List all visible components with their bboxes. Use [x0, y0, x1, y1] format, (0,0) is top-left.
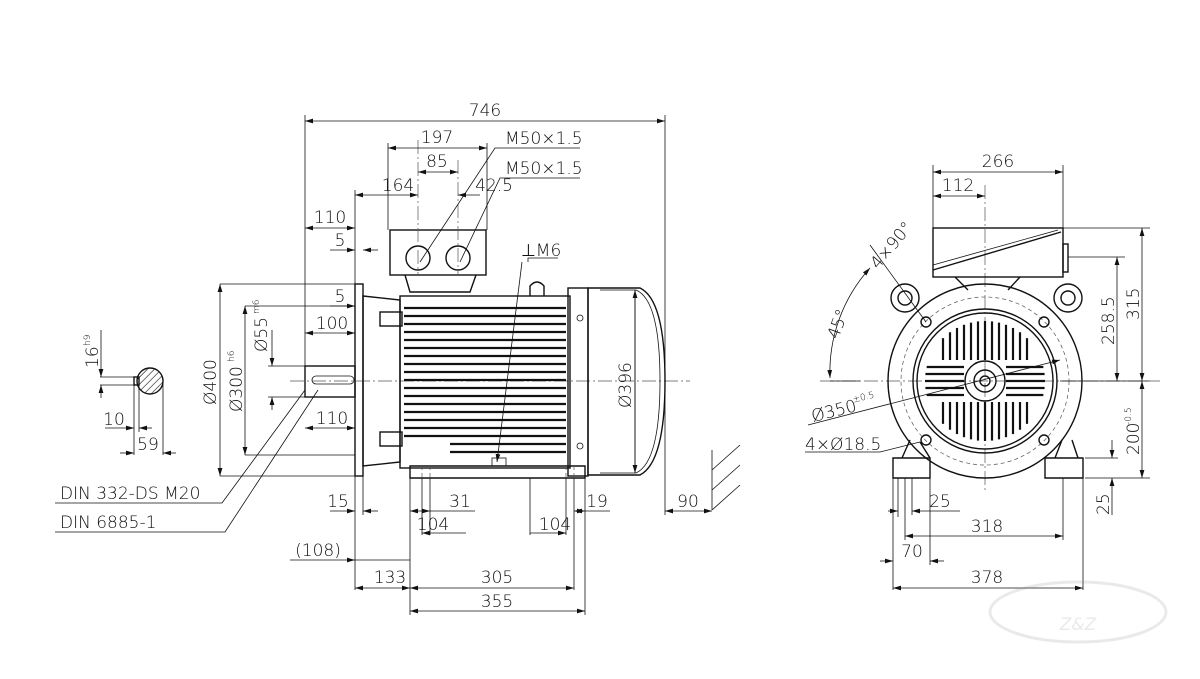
motor-body: [399, 295, 571, 469]
dim-foot-off-left: 31: [449, 492, 471, 512]
dim-gland-height: 258.5: [1099, 296, 1119, 345]
earth-terminal: [491, 457, 507, 467]
spigot-tolerance: h6: [227, 351, 237, 362]
dim-shaft-to-tb: 110: [314, 208, 346, 228]
earth-thread-label: ⊥M6: [521, 241, 561, 261]
bolt-top: [379, 311, 403, 327]
flange-holes: [920, 316, 1050, 446]
terminal-box-front: [932, 227, 1064, 278]
pcd-tolerance: ±0.5: [852, 391, 876, 406]
cooling-fins: [404, 306, 566, 454]
dim-cover-dia: Ø396: [616, 362, 636, 408]
terminal-box: [389, 229, 487, 276]
shaft-section: [136, 367, 164, 395]
dim-shaft-length: 110: [316, 409, 348, 429]
dim-shaft-height: 200: [1124, 423, 1144, 455]
dim-tb-width: 197: [421, 128, 453, 148]
dim-spigot-dia: Ø300: [227, 366, 247, 412]
dim-flange-thk: 15: [327, 492, 349, 512]
flange-holes-label: 4×Ø18.5: [805, 435, 881, 455]
dim-foot-width: 25: [929, 492, 951, 512]
shaft-height-tolerance: -0.5: [1124, 407, 1134, 425]
side-view: 746 197 85 164 42.5 M50×1.5 M50×1.5 110 …: [55, 101, 741, 615]
fan-cover-face: [912, 308, 1058, 454]
dim-shaft-dia: Ø55: [252, 317, 272, 352]
dim-key-length: 100: [316, 314, 348, 334]
dim-flange-gap: 5: [335, 287, 346, 307]
shaft-key-height: 59: [137, 435, 159, 455]
note-key: DIN 6885-1: [60, 513, 156, 533]
lifting-eye-left: [890, 283, 920, 313]
svg-text:Z&Z: Z&Z: [1059, 615, 1097, 635]
dim-foot-len-left: 104: [417, 515, 449, 535]
bolt-bottom: [379, 431, 403, 447]
key-width-tolerance: h9: [83, 335, 93, 346]
dim-overall-length: 746: [469, 101, 501, 121]
note-center-hole: DIN 332-DS M20: [60, 484, 200, 504]
dim-foot-height: 25: [1094, 493, 1114, 515]
dim-tb-offset-front: 112: [942, 176, 974, 196]
dim-tb-offset: 164: [382, 176, 414, 196]
hole-pattern-label: 4×90°: [867, 218, 918, 273]
dim-cover-clearance: 90: [677, 492, 699, 512]
dim-hole-spacing: 305: [481, 568, 513, 588]
dim-foot-span: 355: [481, 592, 513, 612]
dim-overall-height: 315: [1124, 288, 1144, 320]
feet-front: [892, 457, 1084, 479]
shaft-tolerance: m6: [252, 300, 262, 315]
keyway: [311, 375, 355, 385]
dim-base-width: 378: [971, 568, 1003, 588]
lifting-eye: [529, 281, 545, 296]
dim-foot-hole-spacing: 318: [971, 517, 1003, 537]
key-width: 16: [83, 346, 103, 368]
dim-gland-spacing: 85: [426, 152, 448, 172]
dim-flange-gap-top: 5: [335, 231, 346, 251]
dim-flange-dia: Ø400: [201, 359, 221, 405]
dim-foot-off-right: 19: [586, 492, 608, 512]
gland2-label: M50×1.5: [505, 159, 583, 179]
gland1-label: M50×1.5: [505, 129, 583, 149]
dim-foot-len-right: 104: [539, 515, 571, 535]
flange: [354, 283, 364, 477]
dim-foot-total: 70: [901, 542, 923, 562]
key-depth: 10: [103, 410, 125, 430]
angle-label: 45°: [824, 307, 853, 342]
dim-gland-offset: 42.5: [475, 176, 513, 196]
dim-ref-108: (108): [295, 541, 341, 561]
lifting-eye-right: [1053, 283, 1083, 313]
front-view: 266 112 315 258.5 200-0.5 25 45° 4×90° Ø…: [805, 152, 1160, 591]
dim-flange-to-hole: 133: [374, 568, 406, 588]
watermark-logo: Z&Z: [988, 580, 1168, 644]
dim-tb-width-front: 266: [982, 152, 1014, 172]
pcd-label: Ø350: [809, 396, 858, 426]
fan-grille: [925, 321, 1045, 441]
